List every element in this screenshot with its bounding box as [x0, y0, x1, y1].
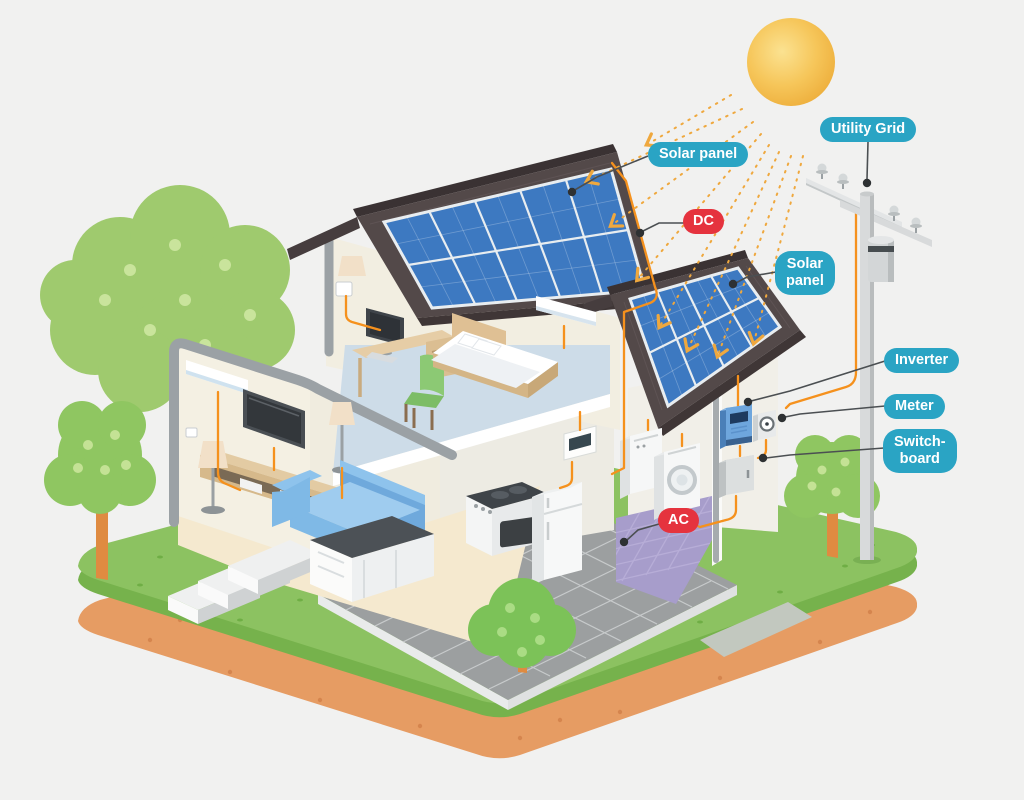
meter-box: [753, 410, 776, 442]
switchboard-box: [719, 455, 754, 498]
wall-switch-living: [185, 427, 198, 438]
kitchen-island: [310, 516, 434, 602]
label-solar-panel-secondary-line2: panel: [786, 273, 824, 289]
label-dc: DC: [683, 209, 724, 234]
wall-sconce-bedroom: [335, 256, 366, 297]
inverter-box: [720, 404, 752, 449]
label-solar-panel-secondary-line1: Solar: [786, 256, 824, 272]
transformer: [868, 236, 894, 282]
dryer: [654, 443, 700, 520]
leader-dots: [567, 178, 872, 547]
steps: [168, 540, 320, 624]
soil-speckles: [147, 609, 873, 741]
label-solar-panel-secondary: Solar panel: [775, 251, 835, 295]
thermostat: [563, 425, 597, 461]
leader-lines: [572, 141, 886, 541]
walkway: [700, 602, 812, 657]
label-switchboard: Switch- board: [883, 429, 957, 473]
floor-lamp-left: [198, 441, 228, 514]
floor-slab-fascia: [333, 394, 610, 486]
air-conditioner-living: [186, 360, 248, 394]
fridge: [532, 482, 583, 585]
label-utility-grid: Utility Grid: [820, 117, 917, 142]
label-switchboard-line2: board: [899, 451, 940, 467]
label-meter: Meter: [884, 394, 945, 419]
sun-icon: [747, 18, 835, 106]
secondary-solar-array: [628, 266, 783, 409]
label-ac: AC: [658, 508, 699, 533]
main-solar-array: [381, 167, 647, 310]
air-conditioner-bedroom: [536, 296, 596, 326]
bush-front: [468, 578, 576, 673]
bed: [431, 313, 558, 398]
tv: [243, 389, 305, 449]
label-inverter: Inverter: [884, 348, 960, 373]
utility-pole: [806, 163, 932, 564]
insulators: [816, 163, 922, 233]
label-switchboard-line1: Switch-: [894, 434, 946, 450]
tree-small-left: [44, 401, 156, 580]
tree-large: [40, 185, 295, 415]
wall-cut-band: [169, 338, 457, 527]
label-solar-panel-main: Solar panel: [648, 142, 749, 167]
